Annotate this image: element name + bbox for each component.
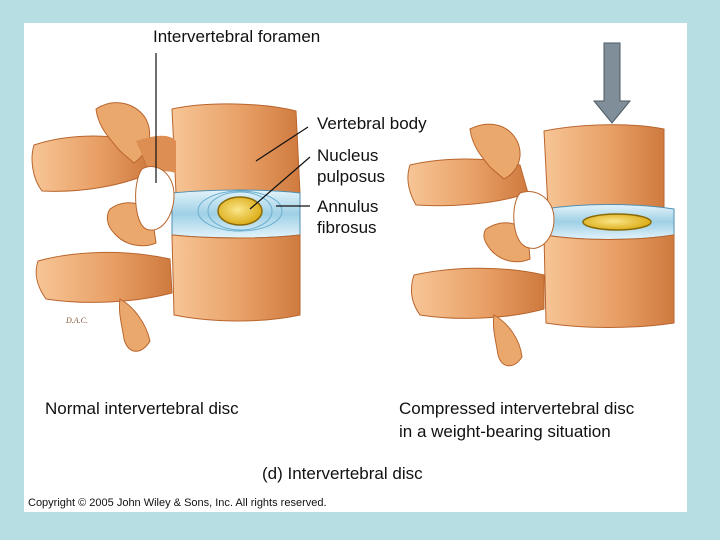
lower-vertebral-body-compressed <box>543 234 675 328</box>
nucleus-leader <box>249 156 311 210</box>
upper-vertebral-body-compressed <box>543 124 665 213</box>
foramen-compressed <box>513 191 555 249</box>
label-nucleus-line1: Nucleus <box>317 146 379 165</box>
normal-spine-segment: D.A.C. <box>31 102 301 352</box>
figure-caption: (d) Intervertebral disc <box>262 464 423 483</box>
label-nucleus-line2: pulposus <box>317 167 386 186</box>
label-intervertebral-foramen: Intervertebral foramen <box>153 27 321 46</box>
label-annulus-line1: Annulus <box>317 197 379 216</box>
lower-spinous-process <box>35 251 173 303</box>
artist-signature: D.A.C. <box>65 316 88 325</box>
caption-compressed-line2: in a weight-bearing situation <box>399 422 611 441</box>
caption-compressed-line1: Compressed intervertebral disc <box>399 399 635 418</box>
flattened-nucleus <box>582 213 652 231</box>
slide: D.A.C. Intervertebral foramen Vertebral … <box>24 23 687 512</box>
label-vertebral-body: Vertebral body <box>317 114 427 133</box>
vertebra-illustration: D.A.C. <box>31 42 675 367</box>
label-annulus-line2: fibrosus <box>317 218 377 237</box>
intervertebral-foramen <box>135 166 175 231</box>
lower-vertebral-body <box>171 234 301 322</box>
nucleus-pulposus <box>217 196 263 226</box>
caption-normal: Normal intervertebral disc <box>45 399 239 418</box>
compressed-spine-segment <box>407 123 675 367</box>
leader-lines <box>155 53 311 210</box>
upper-vertebral-body <box>171 103 301 198</box>
load-arrow-icon <box>592 42 632 124</box>
vertebral-body-leader <box>255 126 309 162</box>
copyright-notice: Copyright © 2005 John Wiley & Sons, Inc.… <box>28 497 327 509</box>
